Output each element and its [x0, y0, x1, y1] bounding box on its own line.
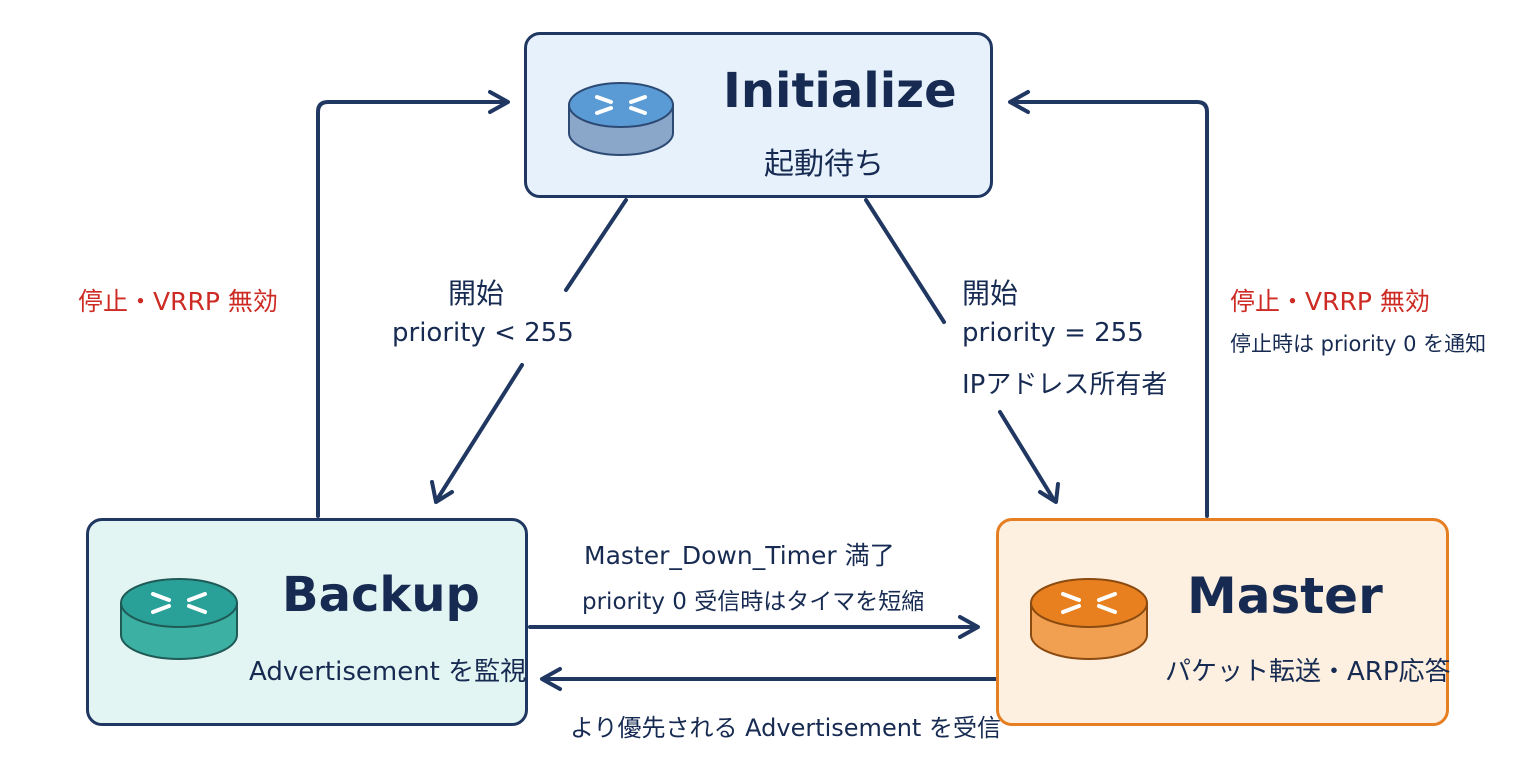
arrow-master-to-initialize: [1010, 100, 1209, 518]
state-title: Master: [1187, 567, 1383, 625]
label-backup-to-init: 停止・VRRP 無効: [78, 287, 278, 316]
label-backup-to-master-1: Master_Down_Timer 満了: [584, 541, 895, 570]
router-icon: [568, 82, 674, 156]
label-init-to-master-1: 開始: [962, 277, 1019, 310]
arrow-backup-to-initialize: [316, 100, 508, 518]
label-master-to-init-2: 停止時は priority 0 を通知: [1230, 332, 1487, 356]
state-subtitle: 起動待ち: [764, 147, 884, 182]
state-subtitle: Advertisement を監視: [249, 657, 527, 687]
state-master: Master パケット転送・ARP応答: [996, 518, 1451, 726]
arrow-initialize-to-backup: [436, 198, 628, 500]
label-master-to-backup: より優先される Advertisement を受信: [570, 714, 1001, 742]
state-title: Backup: [282, 567, 480, 623]
label-init-to-master-3: IPアドレス所有者: [962, 370, 1168, 400]
state-subtitle: パケット転送・ARP応答: [1165, 657, 1451, 687]
label-init-to-master-2: priority = 255: [962, 318, 1144, 348]
label-init-to-backup-2: priority < 255: [392, 318, 574, 348]
state-initialize: Initialize 起動待ち: [524, 32, 993, 198]
router-icon: [1030, 578, 1148, 660]
label-master-to-init-1: 停止・VRRP 無効: [1230, 287, 1430, 316]
label-init-to-backup-1: 開始: [448, 277, 505, 310]
router-icon: [120, 578, 238, 660]
state-title: Initialize: [723, 63, 957, 119]
label-backup-to-master-2: priority 0 受信時はタイマを短縮: [582, 589, 925, 615]
state-backup: Backup Advertisement を監視: [86, 518, 528, 726]
arrow-initialize-to-master: [864, 198, 1056, 502]
